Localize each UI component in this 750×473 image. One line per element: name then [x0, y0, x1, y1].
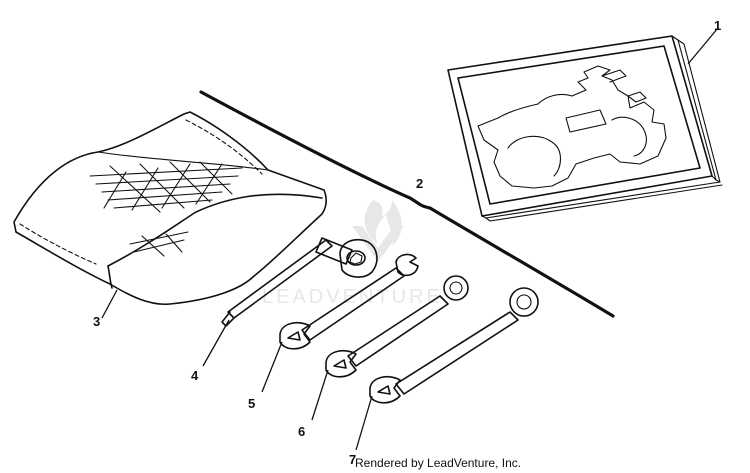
- wrench-drawing-7: [369, 287, 539, 404]
- callout-5: 5: [248, 396, 255, 411]
- leader-line-3: [101, 289, 118, 319]
- callout-2: 2: [416, 176, 423, 191]
- credit-text: Rendered by LeadVenture, Inc.: [355, 456, 521, 470]
- wrench-drawing: [279, 253, 419, 350]
- callout-6: 6: [298, 424, 305, 439]
- leader-line-6: [311, 369, 329, 421]
- bag-crosshatch: [89, 161, 243, 257]
- callout-4: 4: [191, 368, 199, 383]
- callout-3: 3: [93, 314, 100, 329]
- leader-line-7: [355, 395, 373, 451]
- atv-outline: [477, 65, 667, 189]
- leader-line-5: [261, 341, 283, 393]
- kit-bracket: [199, 90, 615, 318]
- leader-line-1: [687, 27, 719, 65]
- wrench-drawing-6: [325, 275, 469, 378]
- leader-line-4: [202, 319, 230, 367]
- screwdriver-drawing: [221, 237, 378, 327]
- callout-7: 7: [349, 452, 356, 467]
- leadventure-flame-icon: [352, 200, 404, 262]
- tool-bag-drawing: [13, 111, 327, 306]
- owners-manual-drawing: [447, 35, 723, 222]
- callout-1: 1: [714, 18, 721, 33]
